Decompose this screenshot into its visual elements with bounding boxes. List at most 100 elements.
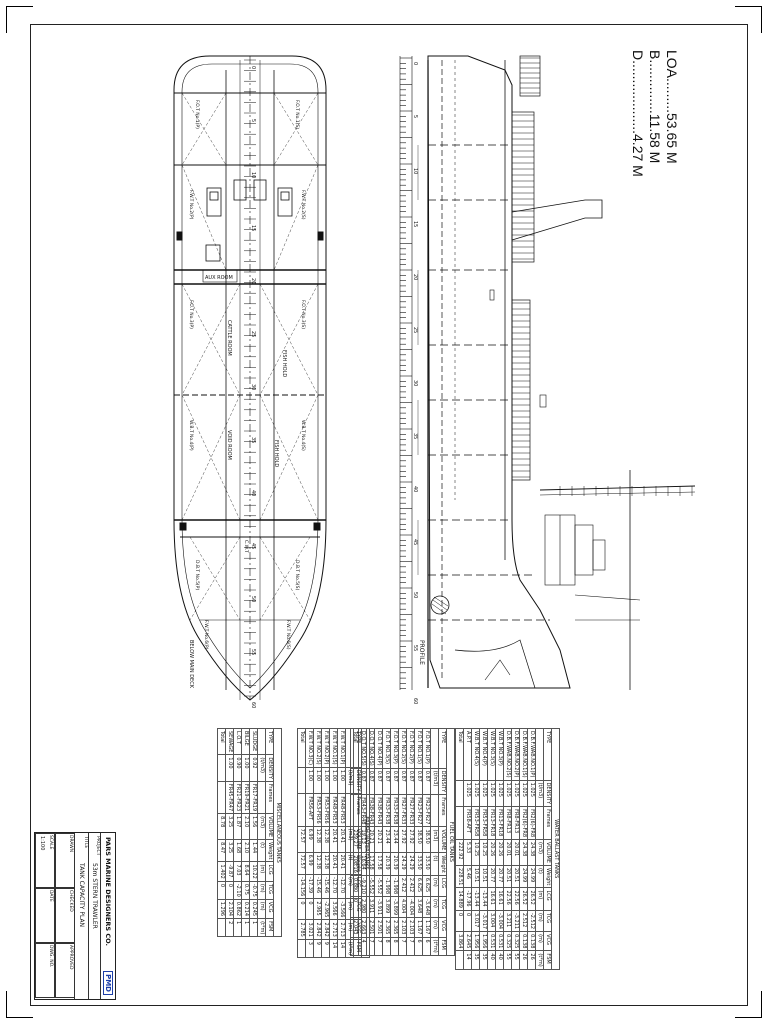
table-cell: Frames xyxy=(265,781,274,814)
title-block-field: SCALE xyxy=(35,833,55,888)
table-cell: F.O.T NO.2(P) xyxy=(406,728,415,769)
table-cell: (t*m) xyxy=(257,918,266,937)
table-cell: 20.77 xyxy=(495,865,504,888)
corner-mark-bottom-right xyxy=(735,991,762,1018)
table-cell: 1.44 xyxy=(249,839,258,862)
tank-label: F.O.T No.3(P) xyxy=(188,300,194,329)
table-cell: -3.911 xyxy=(374,896,383,918)
table-cell: (t*m) xyxy=(345,939,354,958)
table-cell: 228.51 xyxy=(455,865,464,888)
table-cell: Frames xyxy=(438,794,447,827)
profile-frame-number: 0 xyxy=(412,62,418,65)
table-cell: 14 xyxy=(329,939,338,958)
table-cell: FR8-FR13 xyxy=(503,806,512,840)
tank-label: F.O.T No.1(S) xyxy=(294,100,300,129)
table-cell: TYPE xyxy=(543,728,552,781)
table-cell: 3.864 xyxy=(455,931,464,951)
table-cell: 2.412 xyxy=(406,875,415,897)
table-cell: (m) xyxy=(345,919,354,940)
table-cell: 14 xyxy=(337,939,346,958)
table-cell: 17.58 xyxy=(374,852,383,876)
table-cell: 12.38 xyxy=(321,852,330,875)
stern-gantry xyxy=(511,199,603,241)
table-cell: BILGE xyxy=(241,728,250,755)
table-cell xyxy=(217,754,226,782)
table-cell: DENSITY xyxy=(265,754,274,782)
tank-label: W.B.T No.4(S) xyxy=(300,420,306,451)
table-cell: F.W.T NO.2(S) xyxy=(313,728,322,768)
table-cell: 1.167 xyxy=(422,917,431,937)
table-cell: 2.785 xyxy=(297,919,306,940)
table-cell: 1.00 xyxy=(305,767,314,794)
table-cell: FR45-FR47 xyxy=(225,781,234,814)
table-cell: 0.862 xyxy=(233,899,242,919)
table-cell: 2.713 xyxy=(329,919,338,940)
table-cell: -0.75 xyxy=(249,881,258,900)
table-cell: 1.025 xyxy=(503,780,512,807)
table-cell: 1.402 xyxy=(217,861,226,882)
table-cell: 35 xyxy=(479,950,488,970)
table-cell: 38.50 xyxy=(414,826,423,853)
table-cell: 6.625 xyxy=(414,875,423,897)
table-cell: 3.566 xyxy=(329,898,338,920)
table-units-row: (t/m3)(m3)(t)(m)(m)(m)(t*m) xyxy=(535,728,544,970)
table-cell: 6.99 xyxy=(305,852,314,875)
table-cell: (t/m3) xyxy=(535,780,544,807)
table-cell: 2.645 xyxy=(463,931,472,951)
table-cell: 0.138 xyxy=(527,931,536,951)
table-cell: 1.025 xyxy=(519,780,528,807)
plan-frame-number: 45 xyxy=(250,543,256,549)
table-cell: 2.103 xyxy=(398,917,407,937)
table-cell: 20.41 xyxy=(329,852,338,875)
plan-hull-outline xyxy=(173,55,327,701)
table-cell: -13.44 xyxy=(471,887,480,911)
dim-loa: LOA.........53.65 M xyxy=(664,50,680,164)
plan-label-cattle-room: CATTLE ROOM xyxy=(226,320,232,356)
table-cell: 0 xyxy=(305,898,314,920)
table-cell: 0.87 xyxy=(390,768,399,795)
table-cell: 1.956 xyxy=(479,931,488,951)
table-cell: 1.00 xyxy=(241,754,250,782)
table-units-row: (t/m3)(m3)(t)(m)(m)(m)(t*m) xyxy=(345,728,354,958)
table-cell: FR23-FR27 xyxy=(422,794,431,827)
table-cell: -17.96 xyxy=(463,887,472,911)
table-cell: (t/m3) xyxy=(257,754,266,782)
plan-frame-number: 20 xyxy=(250,278,256,284)
plan-frame-number: 0 xyxy=(250,66,256,69)
profile-view xyxy=(399,55,696,690)
tank-label: D.B.T No.5(S) xyxy=(294,560,300,591)
table-cell: D.O.T NO.4(P) xyxy=(374,728,383,769)
plan-view xyxy=(173,55,327,701)
table-cell: F.W.T NO.1(P) xyxy=(337,728,346,768)
table-cell: LCG xyxy=(353,874,362,899)
tank-label: F.W.T No.2(S) xyxy=(300,190,306,220)
table-cell: L.O.T xyxy=(233,728,242,755)
table-cell: 6 xyxy=(422,937,431,956)
table-cell: -3.017 xyxy=(479,910,488,932)
tank-table-title: MISCELLANEOUS TANKS xyxy=(273,728,282,937)
table-cell: TCG xyxy=(353,898,362,920)
table-cell xyxy=(345,793,354,827)
table-cell: 6.625 xyxy=(422,875,431,897)
table-cell: -13.44 xyxy=(479,887,488,911)
table-cell: (t*m) xyxy=(430,937,439,956)
tank-table-title: FRESH WATER TANKS xyxy=(361,728,370,958)
table-cell: -5.552 xyxy=(374,875,383,897)
table-cell: 72.57 xyxy=(297,852,306,875)
table-cell: 72.57 xyxy=(297,826,306,853)
table-cell: 0.214 xyxy=(241,899,250,919)
table-cell: FSM xyxy=(265,918,274,937)
table-cell: 0.531 xyxy=(495,931,504,951)
table-cell: 55 xyxy=(503,950,512,970)
table-cell: FR53-FR58 xyxy=(479,806,488,840)
table-cell xyxy=(297,939,306,958)
